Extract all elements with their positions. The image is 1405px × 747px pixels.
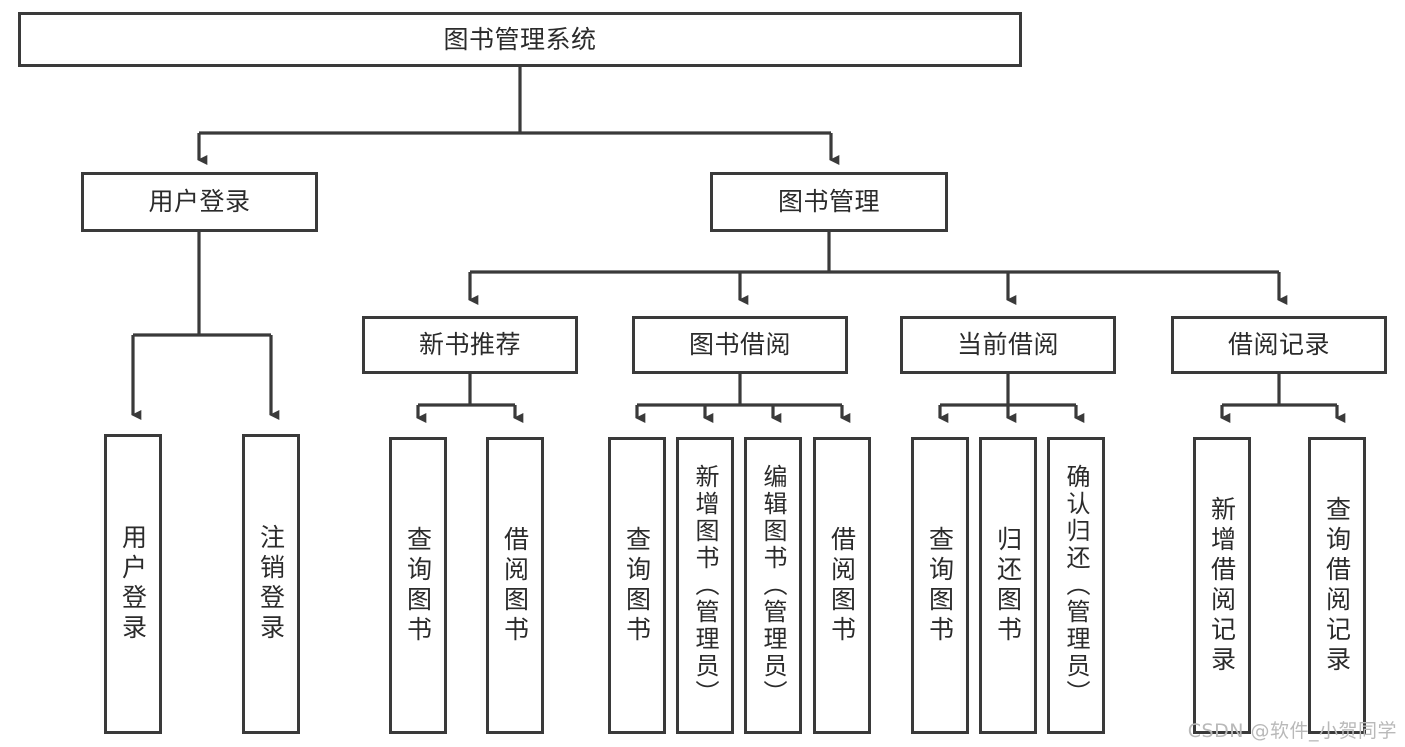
leaf-node-query-borrow-record[interactable]: 查询借阅记录 xyxy=(1308,437,1366,734)
node-label: 新增借阅记录 xyxy=(1207,495,1237,676)
leaf-node-query-book-current[interactable]: 查询图书 xyxy=(911,437,969,734)
node-label: 新书推荐 xyxy=(418,330,521,359)
node-borrow-record[interactable]: 借阅记录 xyxy=(1171,316,1387,374)
leaf-node-borrow-book-new-recommendation[interactable]: 借阅图书 xyxy=(486,437,544,734)
leaf-node-edit-book-admin[interactable]: 编辑图书（管理员） xyxy=(744,437,802,734)
node-label: 图书管理系统 xyxy=(443,24,597,54)
node-label: 查询图书 xyxy=(403,525,433,646)
node-label: 用户登录 xyxy=(148,187,251,216)
node-label: 确认归还（管理员） xyxy=(1062,464,1090,707)
node-current-borrow[interactable]: 当前借阅 xyxy=(900,316,1116,374)
node-book-management[interactable]: 图书管理 xyxy=(710,172,948,232)
node-user-login[interactable]: 用户登录 xyxy=(81,172,318,232)
node-label: 查询图书 xyxy=(925,525,955,646)
node-label: 当前借阅 xyxy=(956,330,1059,359)
node-label: 图书借阅 xyxy=(688,330,791,359)
leaf-node-return-book[interactable]: 归还图书 xyxy=(979,437,1037,734)
node-label: 借阅记录 xyxy=(1227,330,1330,359)
node-label: 用户登录 xyxy=(118,524,148,644)
node-label: 借阅图书 xyxy=(500,525,530,646)
node-label: 归还图书 xyxy=(993,525,1023,646)
node-label: 借阅图书 xyxy=(827,525,857,646)
leaf-node-add-borrow-record[interactable]: 新增借阅记录 xyxy=(1193,437,1251,734)
leaf-node-query-book-new-recommendation[interactable]: 查询图书 xyxy=(389,437,447,734)
node-label: 新增图书（管理员） xyxy=(691,464,719,707)
node-label: 图书管理 xyxy=(777,187,880,216)
node-label: 编辑图书（管理员） xyxy=(759,464,787,707)
node-root-book-management-system[interactable]: 图书管理系统 xyxy=(18,12,1022,67)
leaf-node-confirm-return-admin[interactable]: 确认归还（管理员） xyxy=(1047,437,1105,734)
leaf-node-query-book-borrow[interactable]: 查询图书 xyxy=(608,437,666,734)
leaf-node-logout-login[interactable]: 注销登录 xyxy=(242,434,300,734)
node-book-borrow[interactable]: 图书借阅 xyxy=(632,316,848,374)
leaf-node-borrow-book[interactable]: 借阅图书 xyxy=(813,437,871,734)
node-label: 注销登录 xyxy=(256,524,286,644)
node-label: 查询借阅记录 xyxy=(1322,495,1352,676)
node-new-book-recommendation[interactable]: 新书推荐 xyxy=(362,316,578,374)
leaf-node-user-login[interactable]: 用户登录 xyxy=(104,434,162,734)
node-label: 查询图书 xyxy=(622,525,652,646)
leaf-node-add-book-admin[interactable]: 新增图书（管理员） xyxy=(676,437,734,734)
